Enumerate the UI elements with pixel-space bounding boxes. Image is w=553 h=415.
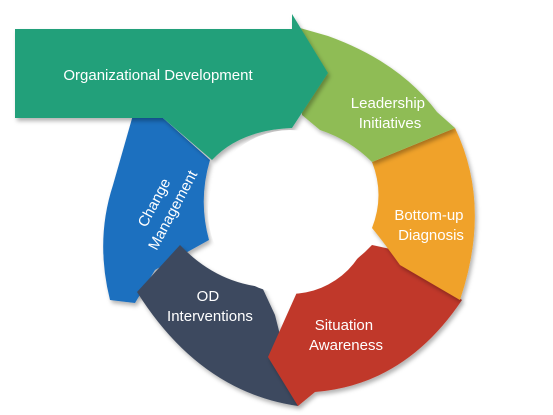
center-hole — [208, 130, 372, 294]
leadership-label: Leadership Initiatives — [351, 95, 429, 132]
leadership-initiatives-segment — [300, 28, 455, 162]
od-interventions-label: OD Interventions — [167, 288, 253, 325]
organizational-development-arrow — [15, 14, 328, 160]
bottom-up-label: Bottom-up Diagnosis — [394, 207, 467, 244]
situation-label: Situation Awareness — [309, 317, 383, 354]
change-management-segment — [103, 115, 210, 303]
od-interventions-segment — [137, 245, 298, 406]
main-arrow-label: Organizational Development — [63, 67, 253, 84]
bottom-up-diagnosis-segment — [372, 128, 475, 300]
